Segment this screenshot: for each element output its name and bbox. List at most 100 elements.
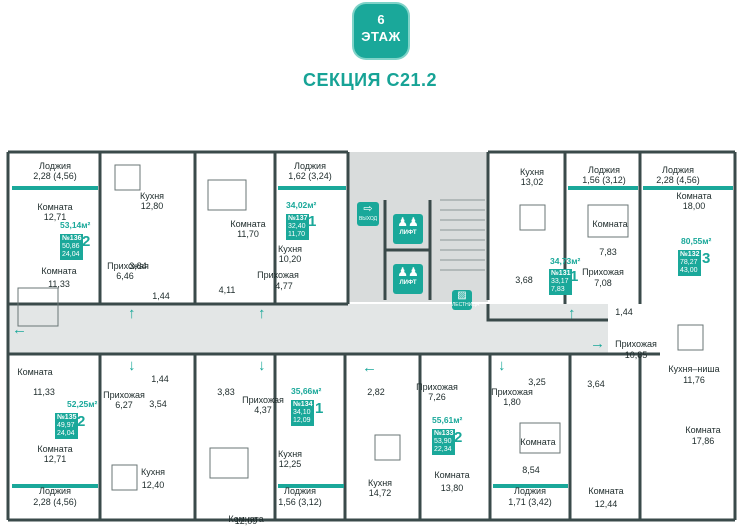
room-label: 7,83: [599, 247, 617, 257]
room-label: 3,68: [515, 275, 533, 285]
room-label: Прихожая: [615, 339, 657, 349]
room-label: 1,80: [503, 397, 521, 407]
balcony-accent: [12, 186, 98, 190]
room-label: 2,28 (4,56): [656, 175, 700, 185]
balcony-accent: [278, 484, 344, 488]
room-label: Комната: [434, 470, 470, 480]
balcony-accent: [643, 186, 733, 190]
exit-sign: ⇨ ВЫХОД: [357, 202, 379, 226]
room-label: 14,72: [368, 488, 392, 498]
room-label: Лоджия: [284, 486, 316, 496]
balcony-accent: [568, 186, 638, 190]
room-label: 6,46: [116, 271, 134, 281]
room-label: 12,80: [140, 201, 164, 211]
room-label: Кухня: [519, 167, 545, 177]
apartment-number: №131: [551, 270, 571, 277]
apartment-room-area: 7,83: [551, 286, 565, 293]
apartment-number: №135: [57, 414, 77, 421]
room-label: 6,27: [115, 400, 133, 410]
room-label: Комната: [37, 444, 73, 454]
room-label: 2,28 (4,56): [33, 497, 77, 507]
room-label: 1,56 (3,12): [582, 175, 626, 185]
table: [111, 464, 138, 491]
apartment-total-area: 35,66м²: [291, 386, 322, 396]
lift-sign: ♟♟ ЛИФТ: [393, 214, 423, 244]
room-label: 1,71 (3,42): [508, 497, 552, 507]
room-label: 7,26: [428, 392, 446, 402]
room-label: Кухня: [140, 467, 166, 477]
apartment-room-area: 12,09: [293, 417, 311, 424]
room-label: 13,80: [440, 483, 464, 493]
room-label: 8,54: [522, 465, 540, 475]
apartment-room-area: 22,34: [434, 446, 452, 453]
apartment-room-area: 24,04: [57, 430, 75, 437]
room-label: Прихожая: [107, 261, 149, 271]
apartment-total-area: 55,61м²: [432, 415, 463, 425]
room-label: 3,84: [129, 261, 147, 271]
floor-label: ЭТАЖ: [361, 29, 401, 44]
room-label: Кухня: [277, 449, 303, 459]
bed: [209, 447, 249, 479]
room-label: 12,71: [43, 212, 67, 222]
room-label: Лоджия: [588, 165, 620, 175]
table: [114, 164, 141, 191]
room-label: 10,85: [624, 350, 648, 360]
apartment-living-area: 50,86: [62, 243, 80, 250]
bed: [587, 204, 629, 238]
apartment-number: №136: [62, 235, 82, 242]
room-count: 3: [702, 250, 711, 267]
room-label: Комната: [676, 191, 712, 201]
room-label: 4,37: [254, 405, 272, 415]
room-label: 11,33: [33, 387, 55, 397]
room-label: 13,02: [520, 177, 544, 187]
apartment-living-area: 53,90: [434, 438, 452, 445]
room-label: Комната: [230, 219, 266, 229]
room-label: 3,54: [149, 399, 167, 409]
room-label: 11,33: [48, 279, 70, 289]
stair-walls: [383, 200, 432, 300]
apartment-total-area: 53,14м²: [60, 220, 91, 230]
room-label: Лоджия: [39, 486, 71, 496]
room-label: 17,86: [691, 436, 715, 446]
room-label: Прихожая: [491, 387, 533, 397]
floor-badge: 6 ЭТАЖ: [354, 4, 408, 58]
apartment-room-area: 24,04: [62, 251, 80, 258]
apartment-number: №133: [434, 430, 454, 437]
room-label: 1,56 (3,12): [278, 497, 322, 507]
apartment-total-area: 34,73м²: [550, 256, 581, 266]
room-count: 1: [308, 213, 317, 230]
balcony-accent: [12, 484, 98, 488]
room-label: 1,44: [615, 307, 633, 317]
room-label: Комната: [588, 486, 624, 496]
room-count: 1: [570, 268, 579, 285]
table: [519, 204, 546, 231]
arrow-down-icon: ↓: [128, 357, 136, 374]
room-label: 10,20: [278, 254, 302, 264]
room-label: 12,25: [278, 459, 302, 469]
bed: [207, 179, 247, 211]
room-label: Лоджия: [39, 161, 71, 171]
floor-number: 6: [377, 12, 385, 27]
stairs-icon: ▨: [457, 290, 467, 301]
room-label: Кухня: [139, 191, 165, 201]
room-label: 11,70: [237, 229, 259, 239]
bed: [519, 422, 561, 454]
room-label: 2,82: [367, 387, 385, 397]
balcony-accent: [278, 186, 346, 190]
apartment-living-area: 34,10: [293, 409, 311, 416]
room-label: Лоджия: [294, 161, 326, 171]
apartment-living-area: 32,40: [288, 223, 306, 230]
room-label: 18,00: [682, 201, 706, 211]
room-label: Комната: [37, 202, 73, 212]
room-label: Кухня–ниша: [668, 364, 720, 374]
apartment-number: №132: [680, 251, 700, 258]
room-label: 4,77: [275, 281, 293, 291]
arrow-down-icon: ↓: [258, 357, 266, 374]
